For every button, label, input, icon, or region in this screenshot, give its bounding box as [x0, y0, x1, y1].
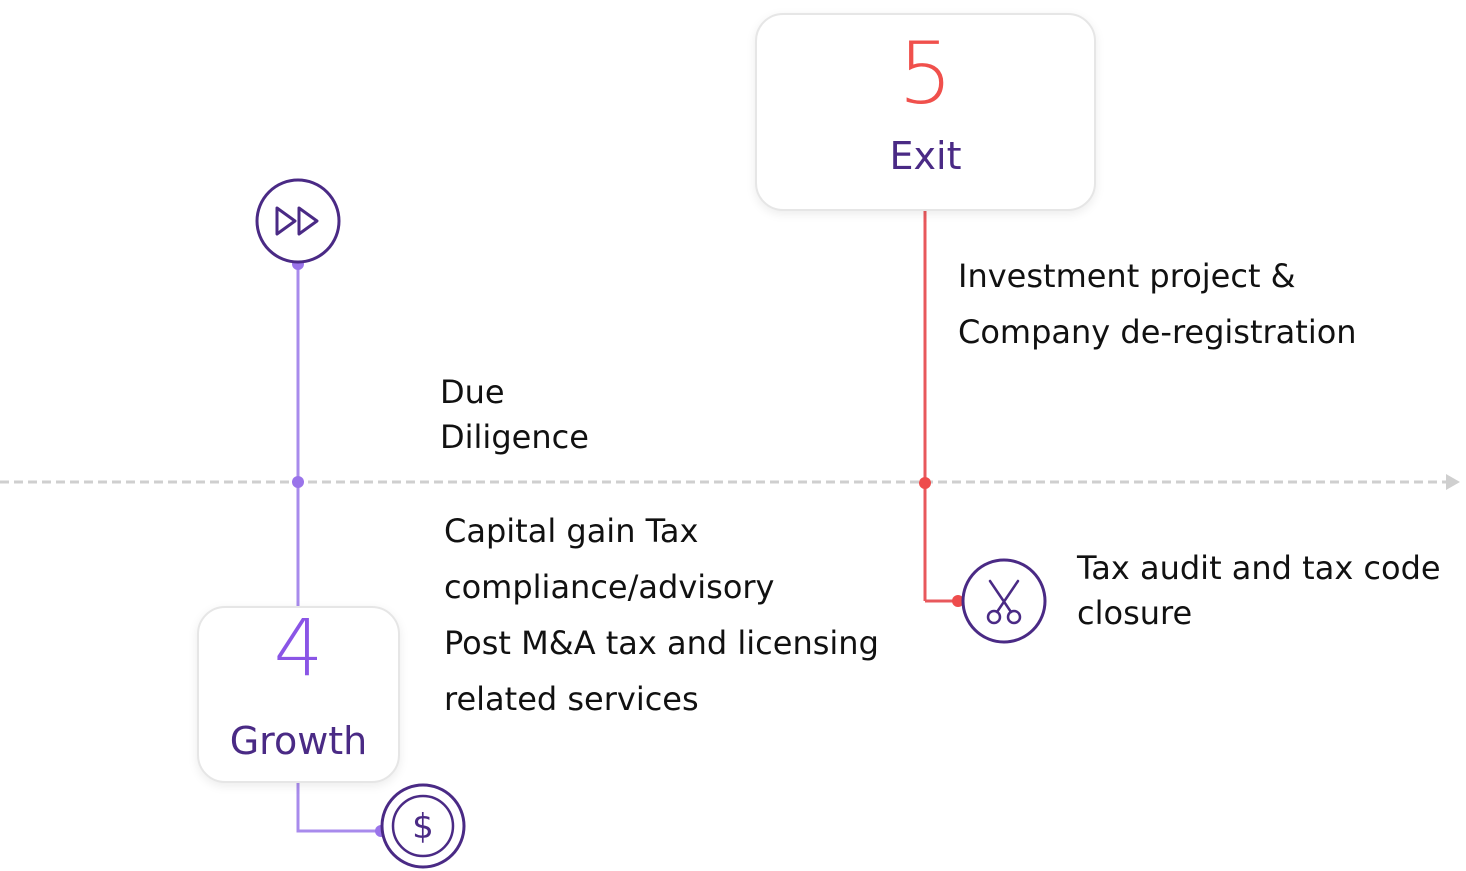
capital-gain-label: Capital gain Tax compliance/advisory Pos… [444, 503, 879, 727]
investment-deregistration-label: Investment project & Company de-registra… [958, 248, 1357, 360]
exit-stage-card: 5 Exit [755, 13, 1096, 211]
label-line: related services [444, 680, 699, 718]
label-line: Diligence [440, 418, 589, 456]
growth-stage-title: Growth [229, 719, 368, 763]
svg-text:$: $ [412, 807, 434, 847]
scissors-icon [961, 558, 1047, 644]
exit-stage-number: 5 [898, 24, 953, 124]
tax-audit-label: Tax audit and tax code closure [1077, 546, 1441, 636]
label-line: closure [1077, 594, 1193, 632]
label-line: Capital gain Tax [444, 512, 699, 550]
timeline-arrowhead [1446, 474, 1460, 490]
label-line: Company de-registration [958, 313, 1357, 351]
growth-stage-number: 4 [273, 604, 324, 694]
label-line: compliance/advisory [444, 568, 775, 606]
growth-dollar-connector [296, 783, 381, 833]
exit-scissors-dot [952, 595, 964, 607]
fast-forward-icon [255, 178, 341, 264]
dollar-coin-icon: $ [380, 783, 466, 869]
label-line: Post M&A tax and licensing [444, 624, 879, 662]
due-diligence-label: Due Diligence [440, 370, 589, 460]
label-line: Investment project & [958, 257, 1296, 295]
exit-axis-dot [919, 477, 931, 489]
growth-stage-card: 4 Growth [197, 606, 400, 783]
label-line: Tax audit and tax code [1077, 549, 1441, 587]
exit-stage-title: Exit [889, 134, 962, 178]
growth-axis-dot [292, 476, 304, 488]
label-line: Due [440, 373, 505, 411]
